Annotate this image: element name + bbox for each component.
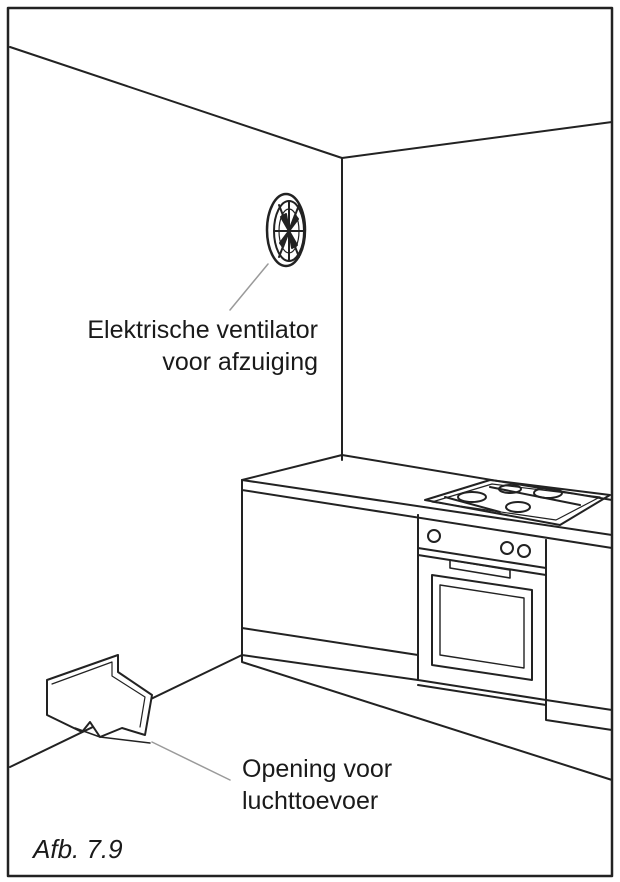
fan-label: Elektrische ventilator voor afzuiging [87, 314, 318, 378]
fan-label-line-2: voor afzuiging [162, 348, 318, 376]
burner-icon [505, 501, 531, 513]
base-cabinet-right [545, 539, 613, 731]
fan-leader-line [229, 263, 269, 311]
figure-frame [6, 6, 614, 878]
inlet-label-line-2: luchttoevoer [242, 787, 379, 815]
inlet-label: Opening voor luchttoevoer [242, 753, 392, 817]
extractor-fan-icon [265, 192, 307, 268]
burner-icon [457, 491, 487, 503]
room-walls [9, 46, 613, 768]
inlet-leader-line [151, 741, 231, 781]
oven-knob-icon [517, 544, 531, 558]
oven-knob-icon [500, 541, 514, 555]
base-cabinet-left [241, 489, 613, 781]
air-inlet-arrow-icon [46, 654, 153, 744]
gas-hob [424, 479, 611, 526]
oven-knob-icon [427, 529, 441, 543]
figure-caption: Afb. 7.9 [33, 834, 123, 864]
fan-label-line-1: Elektrische ventilator [87, 316, 318, 344]
oven [417, 514, 547, 706]
inlet-label-line-1: Opening voor [242, 755, 393, 783]
countertop [241, 454, 613, 549]
